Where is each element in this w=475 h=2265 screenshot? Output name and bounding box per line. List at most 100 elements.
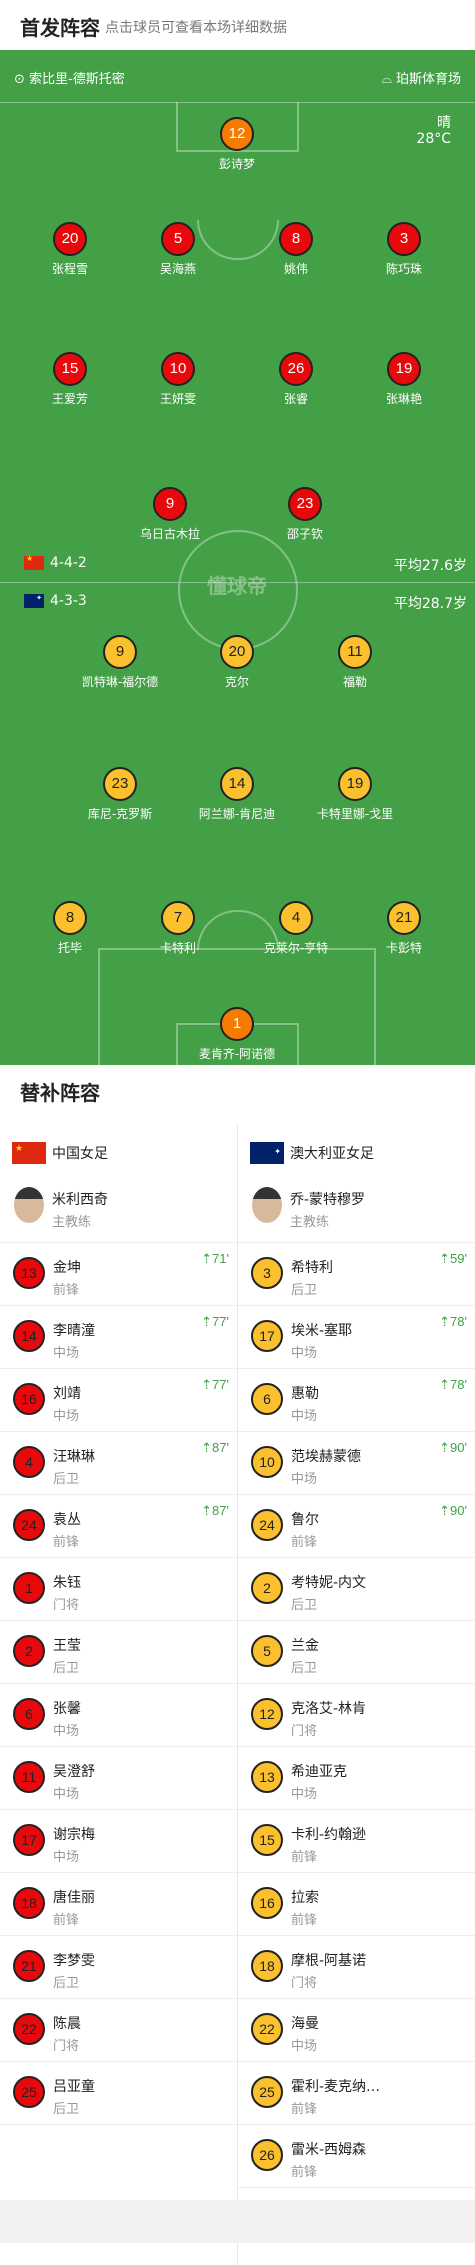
sub-jersey-number: 17 xyxy=(251,1320,283,1352)
jersey-number: 8 xyxy=(53,901,87,935)
weather-label: 晴 xyxy=(437,115,451,131)
sub-player-position: 后卫 xyxy=(291,1661,318,1676)
home-coach-name: 米利西奇 xyxy=(52,1192,108,1208)
sub-player-name: 汪琳琳 xyxy=(53,1449,95,1465)
sub-player-position: 后卫 xyxy=(53,1976,80,1991)
home-formation: 4-4-2 xyxy=(24,554,87,571)
sub-player-name: 唐佳丽 xyxy=(53,1890,95,1906)
home-coach-row[interactable]: 米利西奇 主教练 xyxy=(0,1177,237,1243)
jersey-number: 1 xyxy=(220,1007,254,1041)
sub-in-minute: 77' xyxy=(212,1377,229,1392)
home-team-name: 中国女足 xyxy=(52,1146,108,1162)
sub-player-position: 中场 xyxy=(291,1346,318,1361)
sub-player-position: 后卫 xyxy=(53,1472,80,1487)
sub-in-icon: ⇡ xyxy=(439,1251,451,1266)
away-venue-label: 珀斯体育场 xyxy=(395,72,461,87)
home-team-row[interactable]: ★ 中国女足 xyxy=(0,1125,237,1177)
player-name: 卡彭特 xyxy=(385,941,422,955)
sub-player-position: 后卫 xyxy=(53,2102,80,2117)
sub-jersey-number: 25 xyxy=(13,2076,45,2108)
jersey-number: 4 xyxy=(279,901,313,935)
sub-jersey-number: 22 xyxy=(251,2013,283,2045)
whistle-icon: ⊙ xyxy=(14,72,30,87)
australia-flag-icon xyxy=(24,594,44,608)
sub-player-name: 希迪亚克 xyxy=(291,1764,347,1780)
away-coach-role: 主教练 xyxy=(290,1215,330,1230)
away-team-row[interactable]: ✦ 澳大利亚女足 xyxy=(238,1125,475,1177)
sub-in-time: ⇡78' xyxy=(439,1377,467,1393)
sub-in-icon: ⇡ xyxy=(201,1440,213,1455)
sub-player-position: 前锋 xyxy=(291,1850,318,1865)
column-divider xyxy=(237,1125,238,2265)
sub-in-minute: 78' xyxy=(450,1377,467,1392)
sub-player-position: 中场 xyxy=(291,1472,318,1487)
jersey-number: 11 xyxy=(338,635,372,669)
player-name: 彭诗梦 xyxy=(218,157,255,171)
sub-jersey-number: 12 xyxy=(251,1698,283,1730)
player-name: 凯特琳-福尔德 xyxy=(81,675,159,689)
sub-in-icon: ⇡ xyxy=(201,1503,213,1518)
lineup-title: 首发阵容 xyxy=(20,16,100,40)
sub-player-name: 海曼 xyxy=(291,2016,319,2032)
watermark: 懂球帝 xyxy=(207,576,267,598)
jersey-number: 10 xyxy=(161,352,195,386)
away-coach-row[interactable]: 乔-蒙特穆罗 主教练 xyxy=(238,1177,475,1243)
sub-jersey-number: 15 xyxy=(251,1824,283,1856)
sub-player-position: 中场 xyxy=(291,1409,318,1424)
player-name: 张程雪 xyxy=(51,262,88,276)
